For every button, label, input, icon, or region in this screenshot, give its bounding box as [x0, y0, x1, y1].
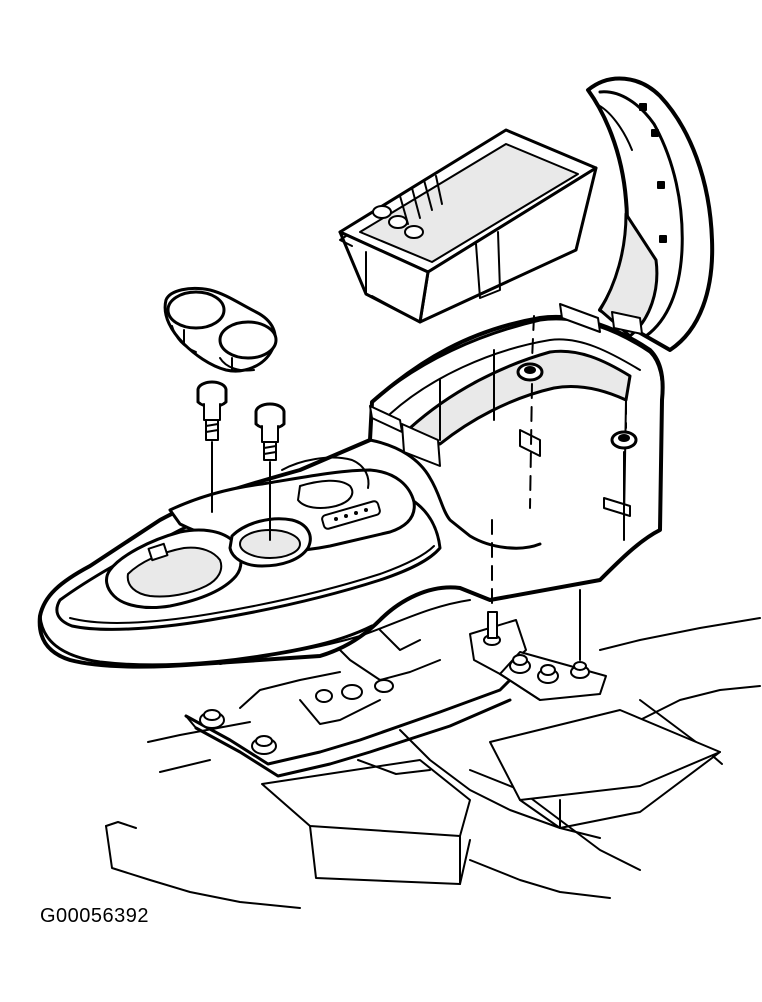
bolt-guide-lines [211, 441, 271, 541]
bolt-left [196, 380, 228, 441]
nut-rear-lower [610, 430, 638, 450]
storage-tray [338, 128, 598, 324]
rear-mounting-block [489, 709, 721, 829]
alignment-dashed-lines [491, 315, 627, 661]
armrest-lid [586, 76, 715, 352]
console-hinge-bracket [369, 303, 631, 517]
front-mounting-block [261, 759, 471, 885]
bracket-fasteners [199, 679, 394, 755]
front-storage-bin [105, 528, 243, 610]
cupholder-insert [163, 286, 278, 373]
nut-rear-upper [516, 362, 544, 382]
cupholder-well [228, 517, 312, 568]
rear-floor-bracket [469, 611, 607, 701]
bolt-right [254, 402, 286, 461]
figure-id-label: G00056392 [40, 905, 150, 927]
